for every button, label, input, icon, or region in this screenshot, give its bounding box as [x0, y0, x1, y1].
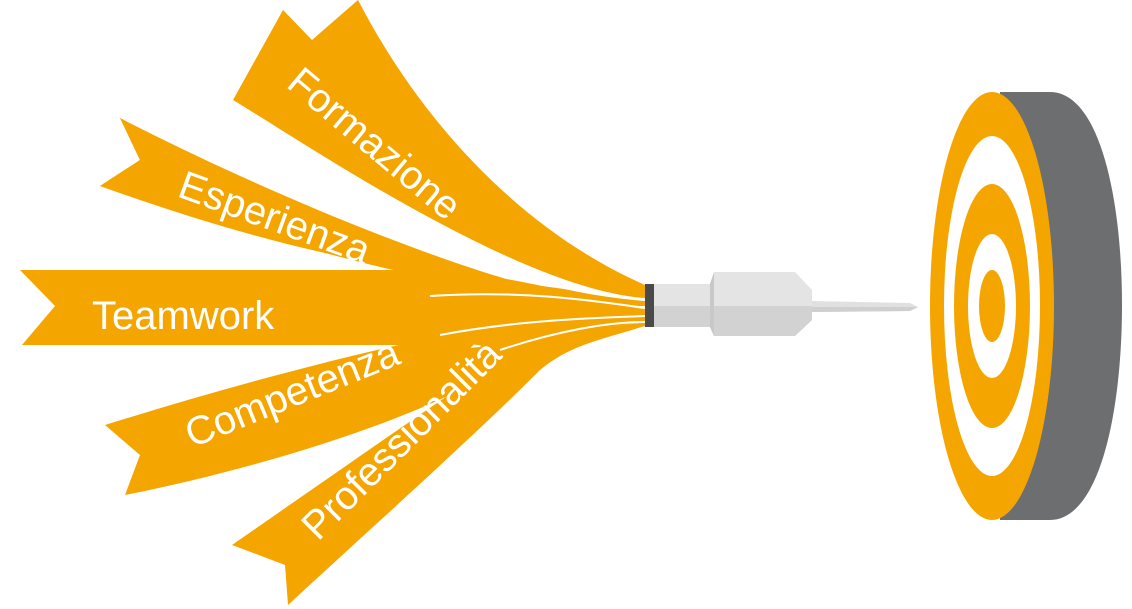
- dart-collar: [645, 284, 654, 327]
- separator-3: [439, 315, 646, 336]
- separator-4: [499, 321, 646, 351]
- ribbon-label-teamwork: Teamwork: [92, 294, 275, 338]
- target-bullseye: [979, 270, 1005, 342]
- ribbon-formazione-band: [233, 0, 645, 298]
- ribbon-separators: [399, 221, 646, 351]
- ribbon-group: Formazione Esperienza Teamwork Competenz…: [20, 0, 646, 605]
- separator-2: [429, 293, 646, 309]
- dart-icon: [645, 272, 918, 336]
- target-icon: [930, 92, 1122, 520]
- separator-1: [399, 221, 646, 301]
- dart-barrel-ridge: [710, 272, 714, 336]
- dart-needle-shade: [812, 307, 918, 312]
- ribbon-esperienza-band-top: [100, 118, 645, 306]
- ribbon-formazione: Formazione: [233, 0, 645, 298]
- dart-barrel-shade: [654, 306, 812, 336]
- ribbon-professionalita-band: [232, 322, 645, 605]
